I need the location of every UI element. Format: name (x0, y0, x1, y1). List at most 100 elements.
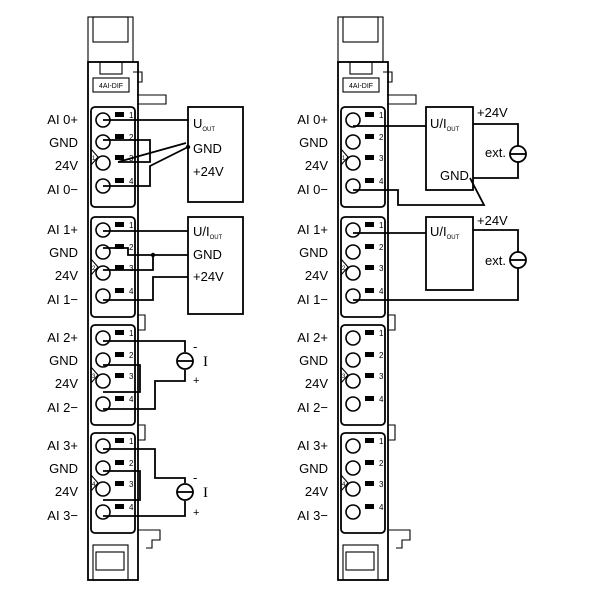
right-release-slot-0-1[interactable] (365, 134, 374, 139)
right-release-slot-0-0[interactable] (365, 112, 374, 117)
left-terminal-hole-2-2[interactable] (95, 373, 111, 389)
right-release-slot-1-2[interactable] (365, 265, 374, 270)
left-terminal-hole-2-1[interactable] (95, 352, 111, 368)
right-module-bottom-clip (388, 529, 411, 549)
left-release-slot-2-2[interactable] (115, 373, 124, 378)
right-release-slot-3-1[interactable] (365, 460, 374, 465)
left-box1-uiout-label: U/IOUT (193, 224, 223, 241)
left-terminal-label-2-1: GND (49, 353, 78, 368)
right-release-slot-1-1[interactable] (365, 244, 374, 249)
right-release-slot-1-3[interactable] (365, 288, 374, 293)
right-release-slot-2-1[interactable] (365, 352, 374, 357)
left-pin-number-3-2: 3 (129, 480, 134, 489)
right-terminal-hole-2-2[interactable] (345, 373, 361, 389)
left-release-slot-1-2[interactable] (115, 265, 124, 270)
left-release-slot-2-0[interactable] (115, 330, 124, 335)
right-release-slot-3-0[interactable] (365, 438, 374, 443)
right-release-slot-3-2[interactable] (365, 481, 374, 486)
left-pin-number-3-3: 4 (129, 503, 134, 512)
right-terminal-hole-1-0[interactable] (345, 222, 361, 238)
left-module-bottom-plate (95, 551, 125, 571)
left-terminal-hole-3-0[interactable] (95, 438, 111, 454)
right-release-slot-1-0[interactable] (365, 222, 374, 227)
left-terminal-hole-2-0[interactable] (95, 330, 111, 346)
right-pin-number-1-0: 1 (379, 221, 384, 230)
left-release-slot-1-3[interactable] (115, 288, 124, 293)
right-terminal-label-1-1: GND (299, 245, 328, 260)
left-release-slot-1-0[interactable] (115, 222, 124, 227)
right-terminal-hole-0-1[interactable] (345, 134, 361, 150)
left-pin-number-3-0: 1 (129, 437, 134, 446)
right-terminal-label-3-3: AI 3− (297, 508, 328, 523)
right-channel-number-3: 4 (342, 482, 346, 488)
left-channel-indicator-2 (90, 366, 99, 384)
right-terminal-hole-2-1[interactable] (345, 352, 361, 368)
right-pin-number-0-3: 4 (379, 177, 384, 186)
left-terminal-hole-1-0[interactable] (95, 222, 111, 238)
left-terminal-label-1-0: AI 1+ (47, 222, 78, 237)
left-sensor-box-1-frame (187, 216, 244, 315)
left-terminal-hole-1-2[interactable] (95, 265, 111, 281)
left-release-slot-3-0[interactable] (115, 438, 124, 443)
right-channel-number-1: 2 (342, 266, 346, 272)
left-release-slot-2-3[interactable] (115, 396, 124, 401)
right-release-slot-2-0[interactable] (365, 330, 374, 335)
left-terminal-hole-3-2[interactable] (95, 481, 111, 497)
right-terminal-hole-3-3[interactable] (345, 504, 361, 520)
left-ch2-minus: - (193, 339, 197, 354)
right-terminal-hole-2-0[interactable] (345, 330, 361, 346)
right-terminal-label-3-0: AI 3+ (297, 438, 328, 453)
right-terminal-hole-0-2[interactable] (345, 155, 361, 171)
right-terminal-hole-3-2[interactable] (345, 481, 361, 497)
right-terminal-hole-3-0[interactable] (345, 438, 361, 454)
right-terminal-label-2-1: GND (299, 353, 328, 368)
left-release-slot-3-1[interactable] (115, 460, 124, 465)
left-release-slot-0-3[interactable] (115, 178, 124, 183)
right-module-label-plate (342, 77, 380, 93)
right-terminal-hole-1-2[interactable] (345, 265, 361, 281)
left-terminal-hole-0-1[interactable] (95, 134, 111, 150)
left-pin-number-2-1: 2 (129, 351, 134, 360)
right-pin-number-1-1: 2 (379, 243, 384, 252)
left-channel-number-3: 4 (92, 482, 96, 488)
left-terminal-label-2-2: 24V (55, 376, 78, 391)
right-release-slot-2-2[interactable] (365, 373, 374, 378)
left-pin-number-2-2: 3 (129, 372, 134, 381)
left-box1-24v-label: +24V (193, 269, 224, 284)
right-terminal-hole-0-0[interactable] (345, 112, 361, 128)
right-release-slot-0-2[interactable] (365, 155, 374, 160)
right-release-slot-3-3[interactable] (365, 504, 374, 509)
right-release-slot-0-3[interactable] (365, 178, 374, 183)
right-terminal-hole-1-1[interactable] (345, 244, 361, 260)
right-sensor-box-1: U/IOUT +24V ext. (425, 213, 508, 291)
right-terminal-hole-3-1[interactable] (345, 460, 361, 476)
right-terminal-label-2-0: AI 2+ (297, 330, 328, 345)
left-release-slot-3-3[interactable] (115, 504, 124, 509)
right-pin-number-3-1: 2 (379, 459, 384, 468)
left-release-slot-1-1[interactable] (115, 244, 124, 249)
left-release-slot-0-0[interactable] (115, 112, 124, 117)
left-terminal-label-3-1: GND (49, 461, 78, 476)
left-release-slot-3-2[interactable] (115, 481, 124, 486)
left-module-label: 4AI-DIF (99, 83, 123, 90)
left-release-slot-2-1[interactable] (115, 352, 124, 357)
left-terminal-hole-3-1[interactable] (95, 460, 111, 476)
left-terminal-hole-0-2[interactable] (95, 155, 111, 171)
left-release-slot-0-2[interactable] (115, 155, 124, 160)
right-terminal-label-0-0: AI 0+ (297, 112, 328, 127)
left-pin-number-1-3: 4 (129, 287, 134, 296)
left-release-slot-0-1[interactable] (115, 134, 124, 139)
left-pin-number-2-3: 4 (129, 395, 134, 404)
right-terminal-hole-2-3[interactable] (345, 396, 361, 412)
left-terminal-hole-2-3[interactable] (95, 396, 111, 412)
right-pin-number-3-2: 3 (379, 480, 384, 489)
right-release-slot-2-3[interactable] (365, 396, 374, 401)
